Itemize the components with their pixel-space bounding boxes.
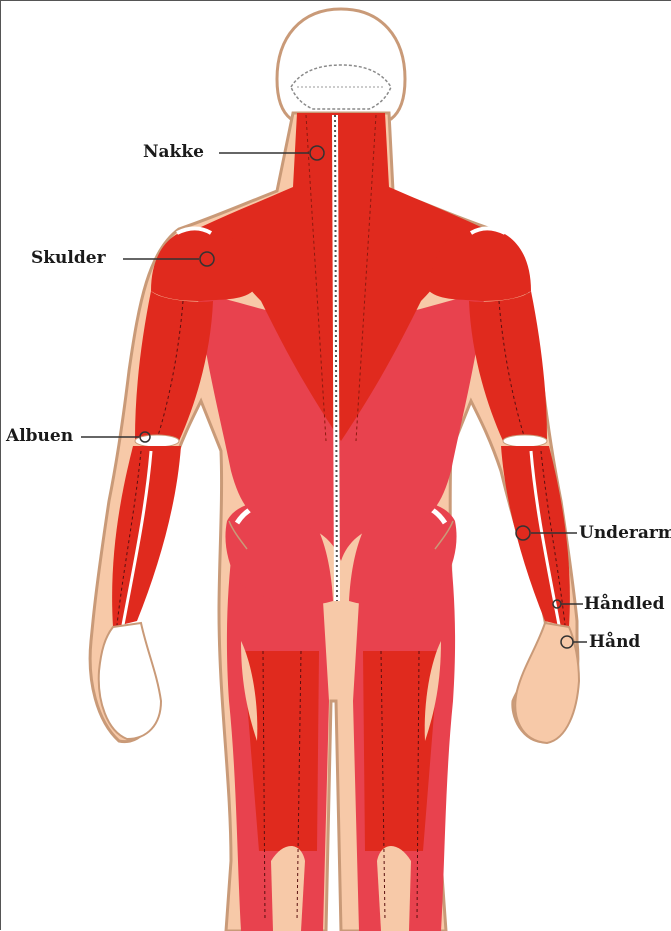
label-hand: Hånd: [589, 634, 640, 651]
label-handled: Håndled: [584, 596, 664, 613]
label-albuen: Albuen: [6, 428, 73, 445]
spine: [335, 115, 337, 601]
label-skulder: Skulder: [31, 250, 106, 267]
label-nakke: Nakke: [143, 144, 204, 161]
label-underarm: Underarm: [579, 525, 671, 542]
head: [277, 9, 405, 119]
